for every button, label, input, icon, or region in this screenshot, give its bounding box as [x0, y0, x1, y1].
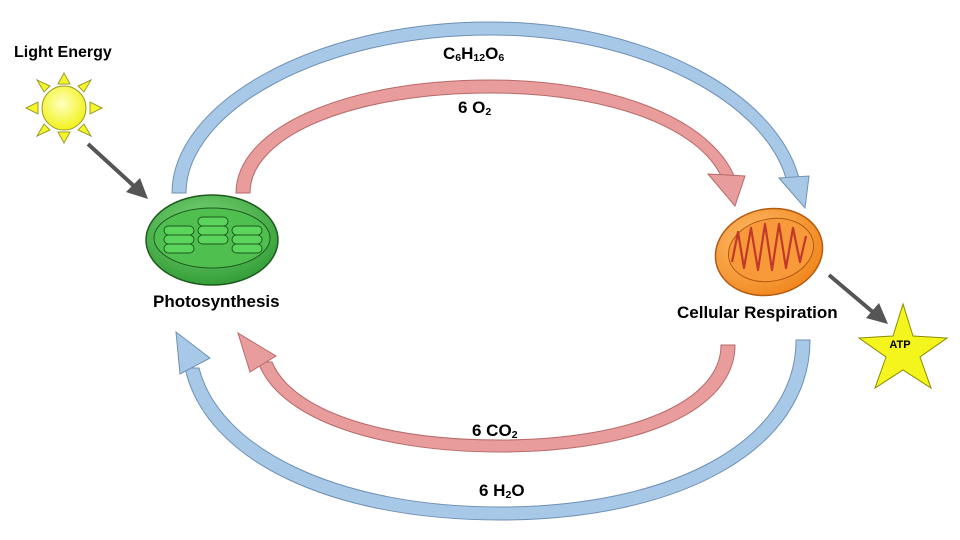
photosynthesis-label: Photosynthesis	[153, 292, 280, 311]
glucose-arrow	[171, 21, 810, 210]
light-input-arrow	[86, 142, 148, 199]
carbon-dioxide-label: 6 CO2	[472, 421, 518, 441]
atp-label: ATP	[889, 339, 911, 351]
carbon-dioxide-arrow	[237, 331, 736, 453]
sun-icon	[24, 71, 104, 145]
glucose-label: C6H12O6	[443, 44, 505, 64]
atp-star-icon	[857, 302, 949, 390]
oxygen-arrow	[235, 79, 746, 208]
chloroplast-icon	[145, 194, 279, 286]
light-energy-label: Light Energy	[14, 44, 112, 61]
mitochondrion-icon	[714, 207, 824, 297]
atp-output-arrow	[827, 273, 888, 324]
cellular-respiration-label: Cellular Respiration	[677, 303, 838, 322]
water-arrow	[175, 330, 811, 521]
water-label: 6 H2O	[479, 481, 525, 501]
oxygen-label: 6 O2	[458, 98, 492, 118]
